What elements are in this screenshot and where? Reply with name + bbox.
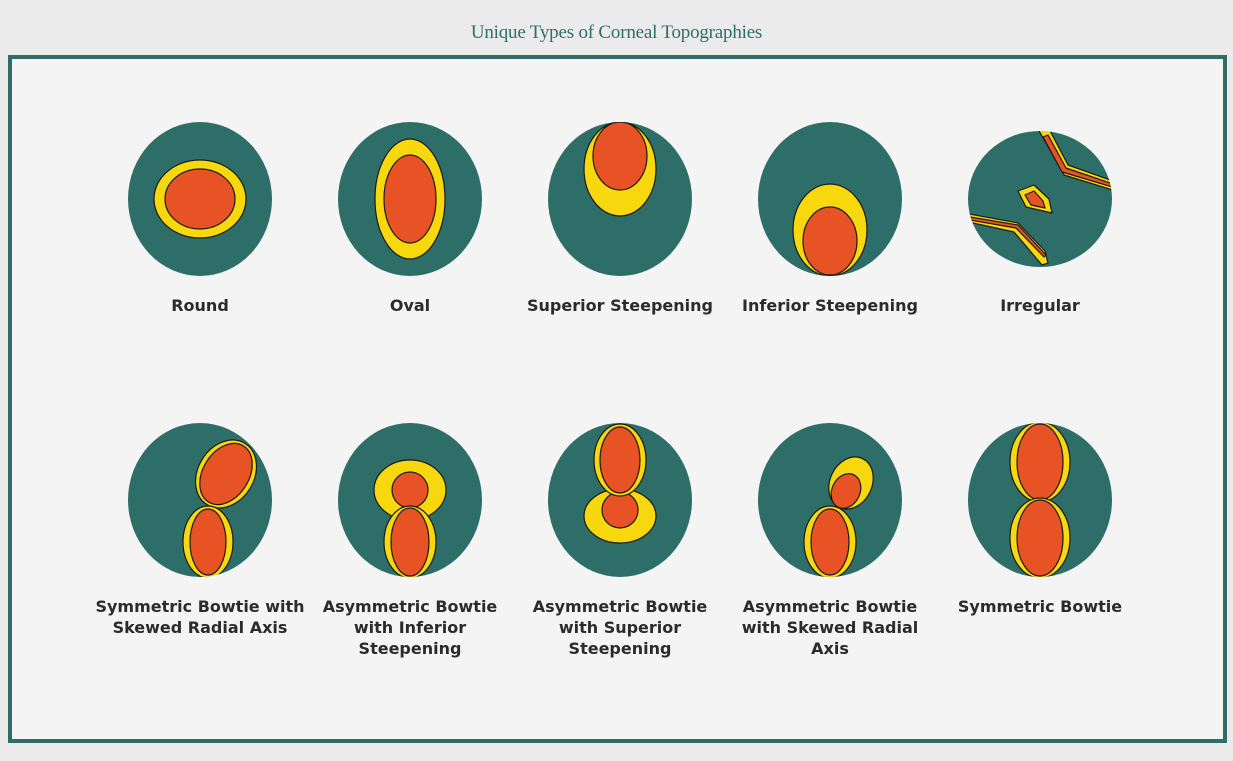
pattern-label: Asymmetric Bowtie with Skewed Radial Axi…	[741, 597, 919, 658]
oval-topography-icon	[338, 122, 482, 276]
superior-steepening-icon	[548, 122, 692, 276]
symmetric-bowtie-skewed-icon	[128, 423, 272, 577]
pattern-asymmetric-bowtie-skewed: Asymmetric Bowtie with Skewed Radial Axi…	[725, 422, 935, 659]
pattern-label: Asymmetric Bowtie with Inferior Steepeni…	[322, 597, 498, 658]
pattern-label: Symmetric Bowtie with Skewed Radial Axis	[95, 597, 305, 637]
inferior-steepening-icon	[758, 122, 902, 276]
asymmetric-bowtie-skewed-icon	[758, 423, 902, 577]
pattern-superior-steepening: Superior Steepening	[515, 121, 725, 316]
pattern-label: Oval	[389, 296, 431, 315]
pattern-oval: Oval	[305, 121, 515, 316]
page-title: Unique Types of Corneal Topographies	[470, 22, 763, 43]
pattern-label: Inferior Steepening	[742, 296, 918, 315]
pattern-asymmetric-bowtie-superior: Asymmetric Bowtie with Superior Steepeni…	[515, 422, 725, 659]
pattern-round: Round	[95, 121, 305, 316]
pattern-inferior-steepening: Inferior Steepening	[725, 121, 935, 316]
pattern-irregular: Irregular	[935, 121, 1145, 316]
irregular-topography-icon	[968, 131, 1112, 267]
pattern-asymmetric-bowtie-inferior: Asymmetric Bowtie with Inferior Steepeni…	[305, 422, 515, 659]
symmetric-bowtie-icon	[968, 423, 1112, 577]
diagram-panel: Round Oval Superior Steepening	[8, 55, 1227, 743]
pattern-symmetric-bowtie-skewed: Symmetric Bowtie with Skewed Radial Axis	[95, 422, 305, 638]
asymmetric-bowtie-superior-icon	[548, 423, 692, 577]
pattern-symmetric-bowtie: Symmetric Bowtie	[935, 422, 1145, 617]
pattern-label: Round	[171, 296, 229, 315]
pattern-label: Asymmetric Bowtie with Superior Steepeni…	[532, 597, 708, 658]
pattern-label: Symmetric Bowtie	[957, 597, 1123, 616]
pattern-label: Irregular	[1000, 296, 1080, 315]
asymmetric-bowtie-inferior-icon	[338, 423, 482, 577]
pattern-label: Superior Steepening	[527, 296, 713, 315]
round-topography-icon	[128, 122, 272, 276]
